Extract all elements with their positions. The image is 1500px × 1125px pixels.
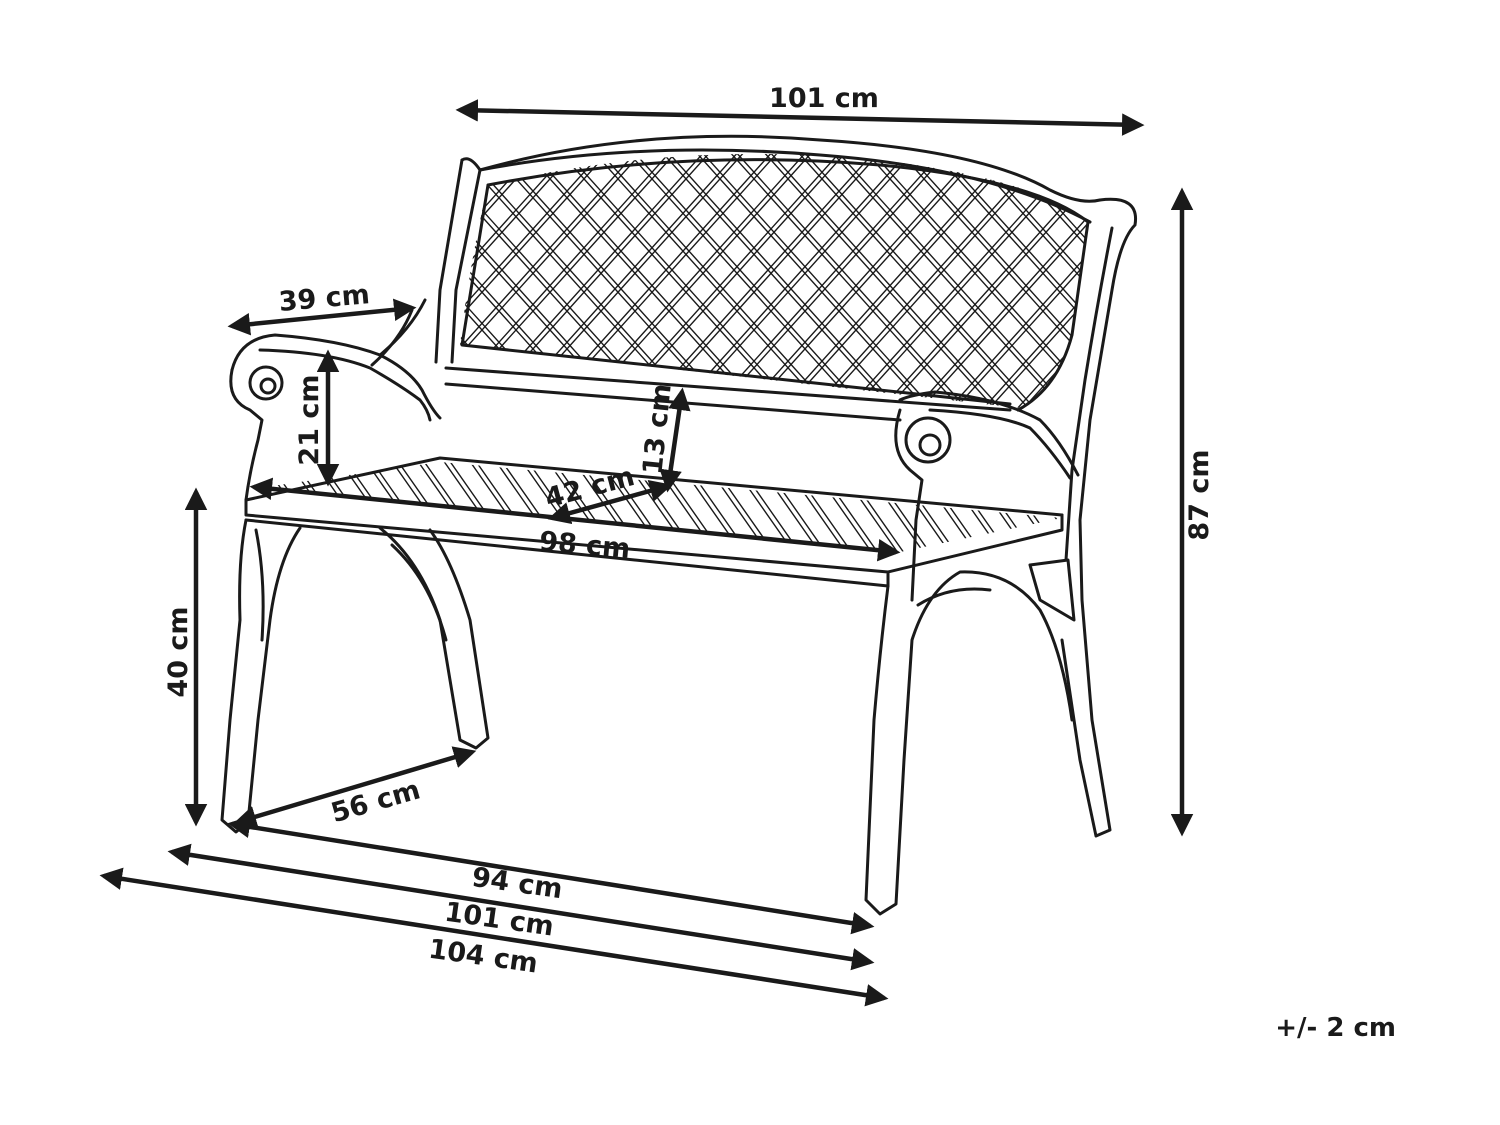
backrest-weave [460, 153, 1088, 408]
backrest-panel [486, 158, 1090, 412]
label-backrest-width: 101 cm [769, 83, 879, 114]
right-back-post [1060, 197, 1138, 838]
tolerance-note: +/- 2 cm [1275, 1013, 1396, 1043]
right-armrest [898, 390, 1080, 477]
left-armrest [230, 333, 442, 420]
label-seat-width: 98 cm [538, 526, 631, 565]
rear-left-leg [378, 526, 490, 750]
backrest-frame [460, 134, 1102, 203]
arrow-total-width [99, 867, 889, 1007]
label-total-height: 87 cm [1184, 449, 1215, 540]
label-armrest-height: 21 cm [294, 374, 325, 465]
arrow-seat-width [249, 477, 901, 562]
label-leg-span: 94 cm [470, 862, 565, 905]
label-seat-height: 40 cm [163, 606, 194, 697]
front-right-leg [864, 570, 1074, 916]
arrow-backrest-width [455, 99, 1145, 136]
dimension-arrows [99, 99, 1194, 1007]
arrow-leg-depth [233, 746, 477, 828]
arrow-armrest-depth [227, 298, 417, 336]
arrow-backrest-gap [659, 387, 691, 493]
